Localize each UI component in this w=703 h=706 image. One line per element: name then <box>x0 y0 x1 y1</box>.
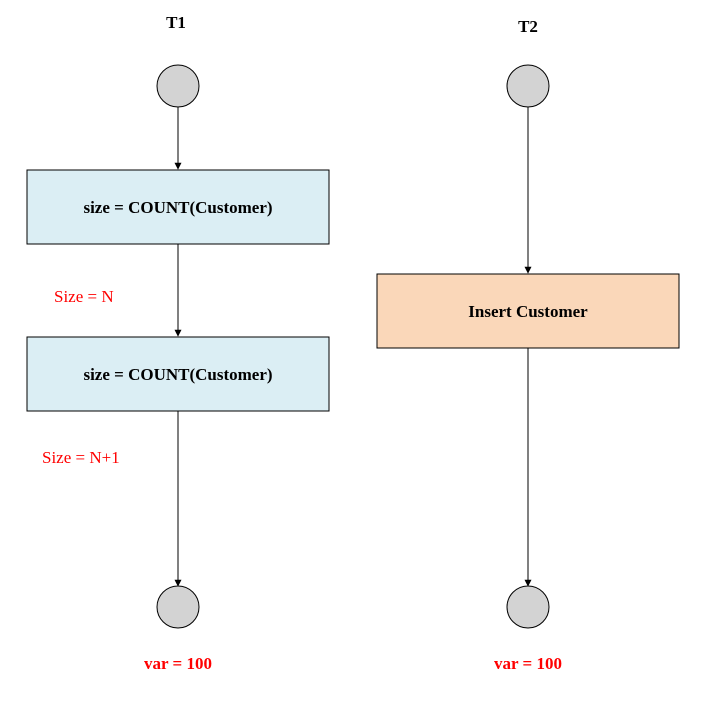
t2-end-var: var = 100 <box>494 654 562 673</box>
t1-end-var: var = 100 <box>144 654 212 673</box>
t1-note-size-n: Size = N <box>54 287 114 306</box>
t1-end-node <box>156 585 200 629</box>
t2-step1-label: Insert Customer <box>468 302 588 321</box>
t1-step2-label: size = COUNT(Customer) <box>83 365 272 384</box>
t1-step1-label: size = COUNT(Customer) <box>83 198 272 217</box>
t1-start-node <box>156 64 200 108</box>
t2-title: T2 <box>518 17 538 36</box>
t1-title: T1 <box>166 13 186 32</box>
t2-start-node <box>506 64 550 108</box>
t1-note-size-n-plus-1: Size = N+1 <box>42 448 120 467</box>
t1-step2-box <box>26 336 330 412</box>
t2-step1-box <box>376 273 680 349</box>
t2-end-node <box>506 585 550 629</box>
